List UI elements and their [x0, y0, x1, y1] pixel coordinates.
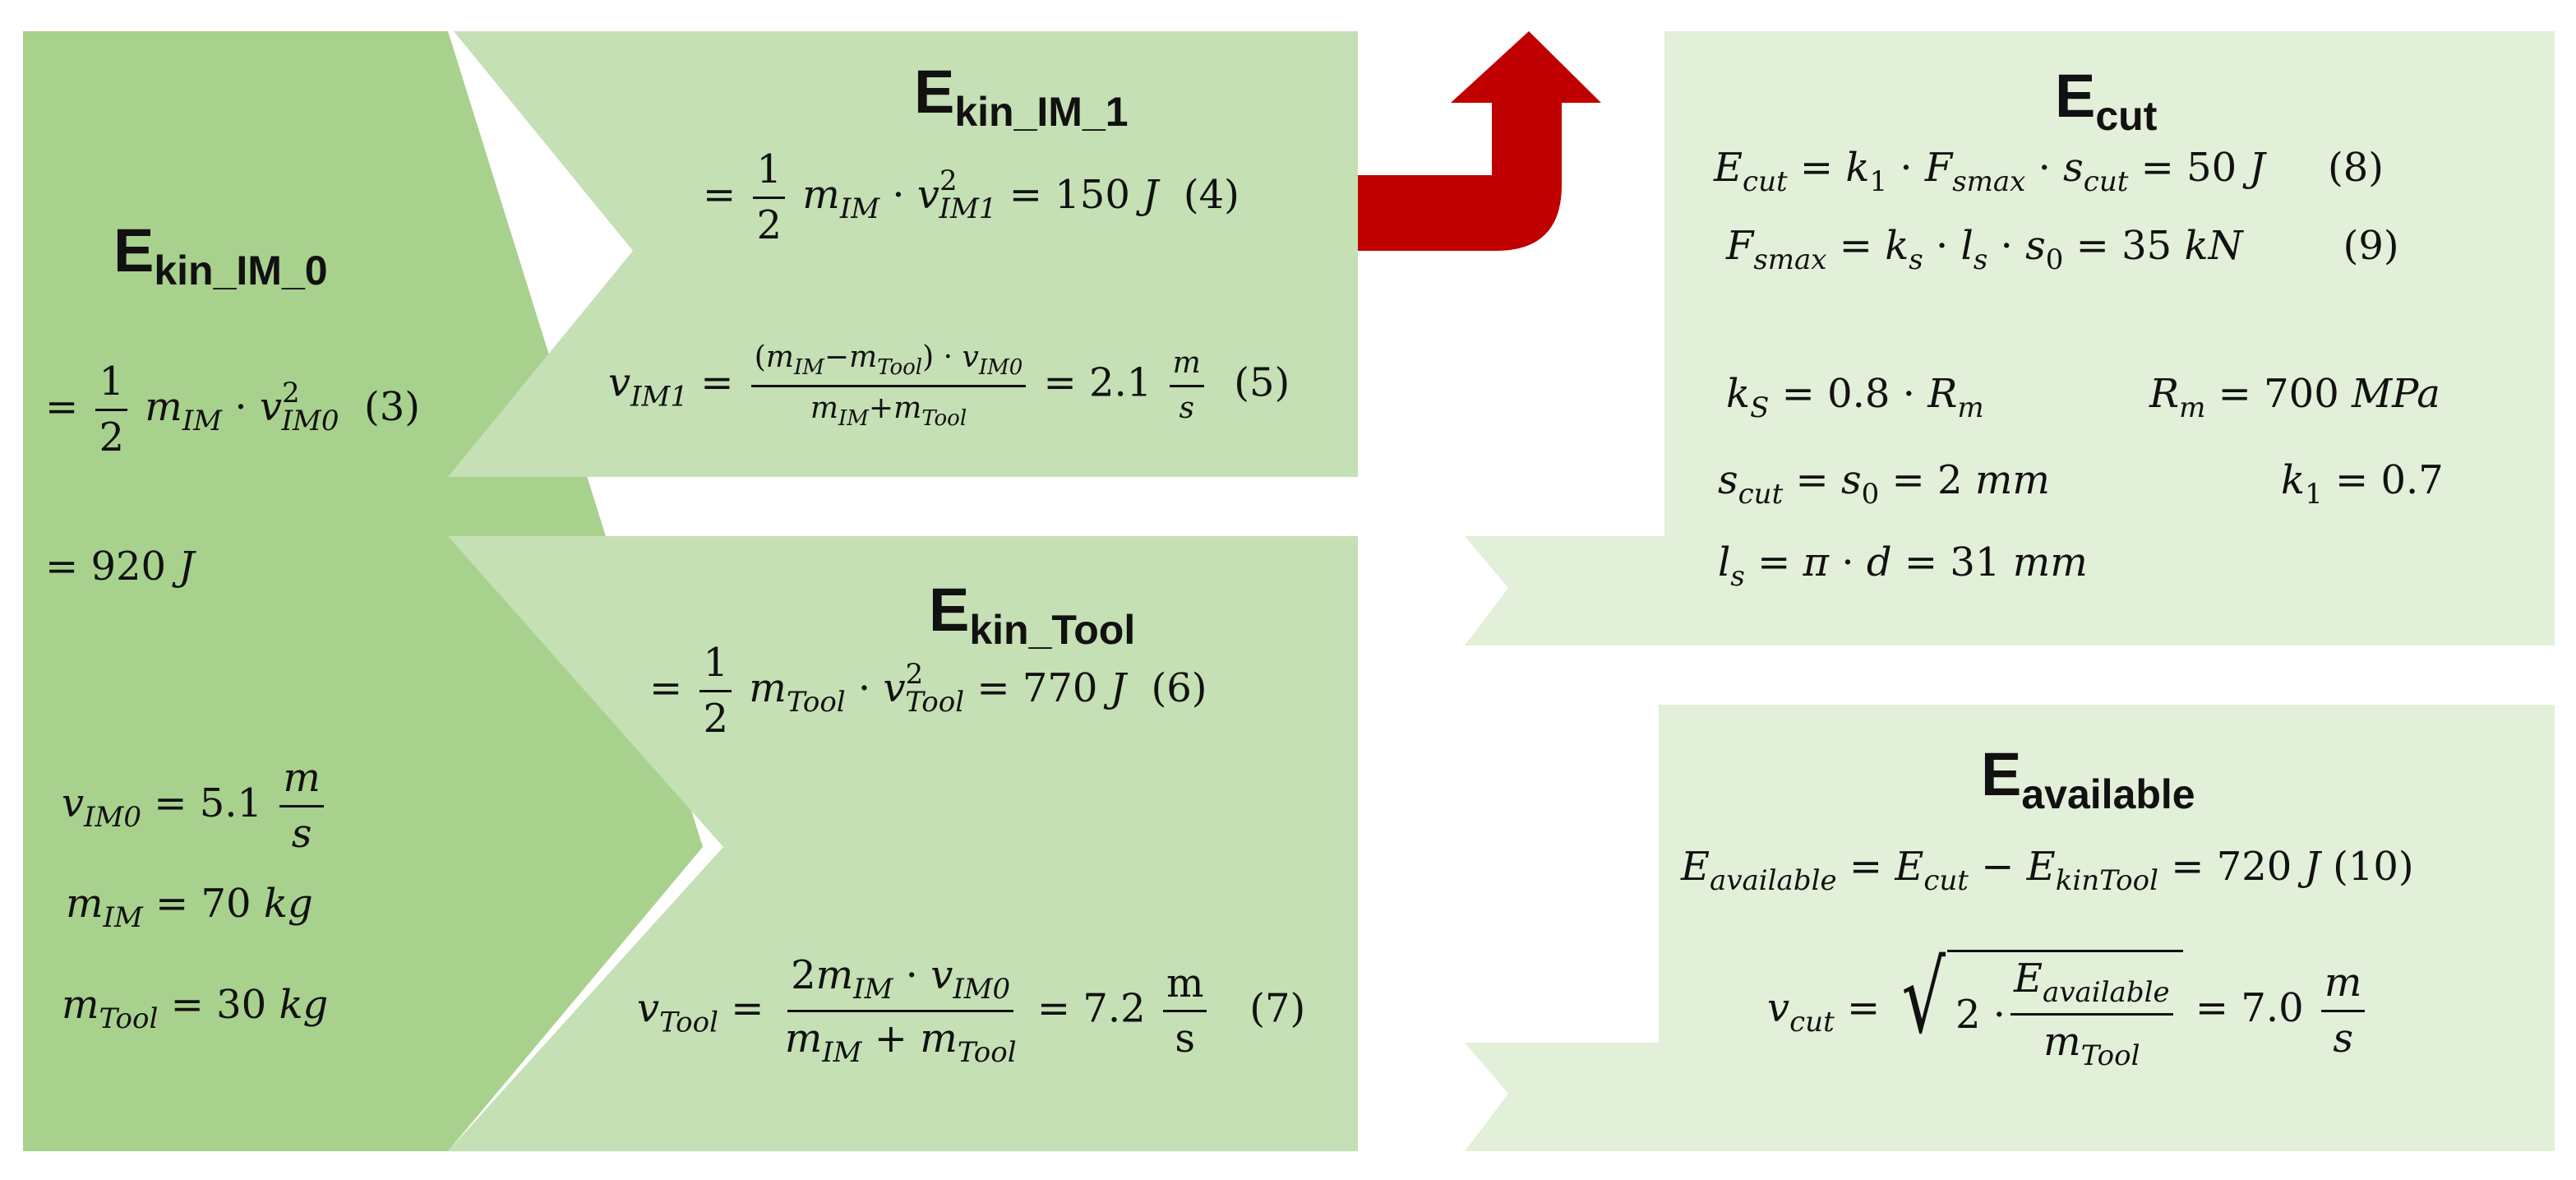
ekin-im0-title: Ekin_IM_0	[113, 216, 328, 294]
ekin-im1-chevron	[448, 31, 1358, 477]
m-im-parameter: mIM = 70 kg	[66, 881, 313, 934]
ekin-im1-title: Ekin_IM_1	[914, 58, 1129, 135]
rm-parameter: Rm = 700 MPa	[2149, 371, 2440, 424]
ekin-im0-chevron	[23, 31, 703, 1151]
ecut-chevron	[1465, 31, 2555, 646]
ekin-tool-title: Ekin_Tool	[929, 576, 1136, 653]
equation-8: Ecut = k1 · Fsmax · scut = 50 J (8)	[1714, 145, 2384, 198]
eavailable-chevron	[1465, 705, 2555, 1151]
ls-parameter: ls = π · d = 31 mm	[1718, 539, 2088, 593]
k1-parameter: k1 = 0.7	[2281, 457, 2444, 511]
transfer-arrow	[1358, 31, 1601, 251]
scut-parameter: scut = s0 = 2 mm	[1718, 457, 2050, 511]
equation-10: Eavailable = Ecut − EkinTool = 720 J (10…	[1681, 844, 2414, 897]
m-tool-parameter: mTool = 30 kg	[62, 982, 329, 1035]
ks-parameter: kS = 0.8 · Rm	[1726, 371, 1984, 424]
ekin-tool-chevron	[448, 536, 1358, 1151]
ekin-im0-result: = 920 J	[45, 544, 195, 590]
equation-9: Fsmax = ks · ls · s0 = 35 kN (9)	[1726, 223, 2399, 276]
eavailable-title: Eavailable	[1981, 740, 2195, 817]
ecut-title: Ecut	[2055, 62, 2158, 139]
